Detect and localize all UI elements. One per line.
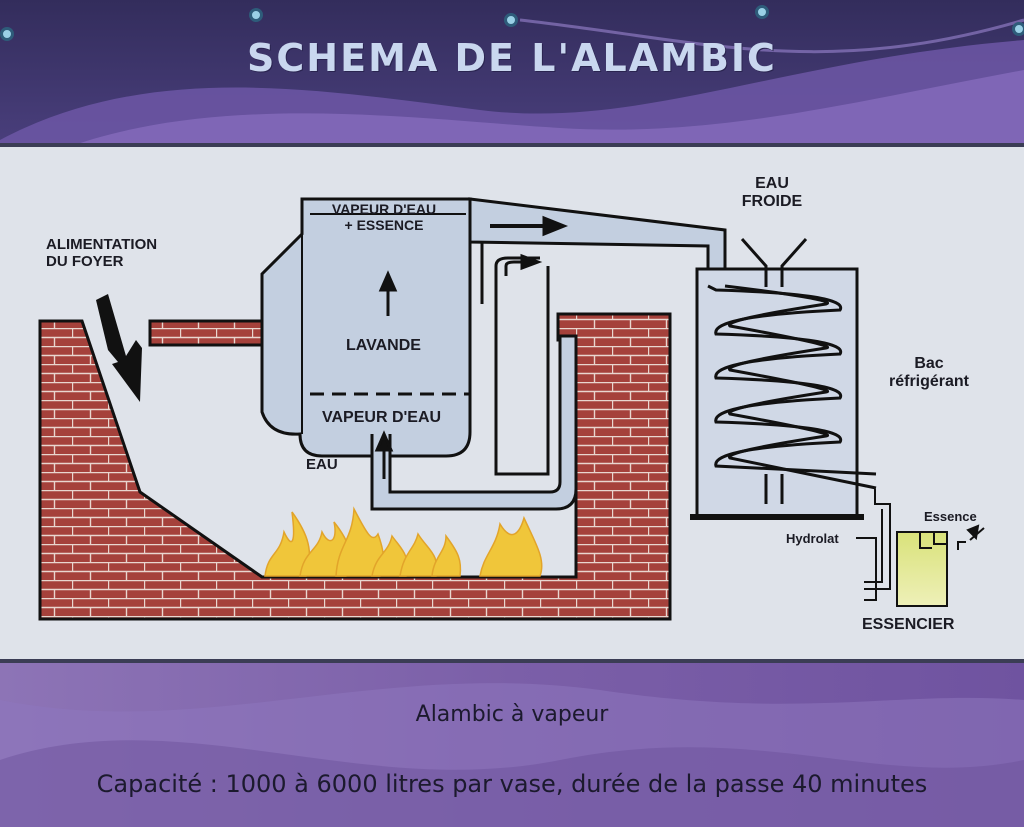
capacity-text: Capacité : 1000 à 6000 litres par vase, … [96, 770, 928, 798]
label-bac-refrigerant: Bac réfrigérant [888, 355, 970, 391]
label-alimentation-foyer: ALIMENTATION DU FOYER [46, 236, 158, 271]
still-vase [260, 197, 472, 458]
cooling-coil [707, 284, 877, 490]
swan-neck-pipe [468, 197, 727, 288]
label-hydrolat: Hydrolat [786, 531, 839, 546]
diagram-panel: ALIMENTATION DU FOYER VAPEUR D'EAU + ESS… [0, 143, 1024, 663]
rivet [249, 8, 263, 22]
still-diagram [38, 197, 985, 621]
steam-inlet-pipe [370, 242, 578, 511]
label-vapeur-essence: VAPEUR D'EAU + ESSENCE [331, 201, 437, 234]
rivet [0, 27, 14, 41]
rivet [755, 5, 769, 19]
rivet [504, 13, 518, 27]
label-essencier: ESSENCIER [862, 616, 955, 633]
essencier [856, 489, 985, 607]
label-essence: Essence [924, 509, 977, 524]
fire-flames [264, 506, 543, 577]
rivet [1012, 22, 1024, 36]
diagram-title: SCHEMA DE L'ALAMBIC [247, 36, 777, 80]
flow-arrows [374, 215, 569, 479]
caption-alambic-vapeur: Alambic à vapeur [415, 702, 609, 727]
label-vapeur-eau: VAPEUR D'EAU [322, 409, 442, 426]
label-eau-froide: EAU FROIDE [741, 175, 803, 211]
label-eau: EAU [306, 456, 338, 473]
label-lavande: LAVANDE [346, 337, 421, 354]
feed-arrow [96, 294, 142, 402]
